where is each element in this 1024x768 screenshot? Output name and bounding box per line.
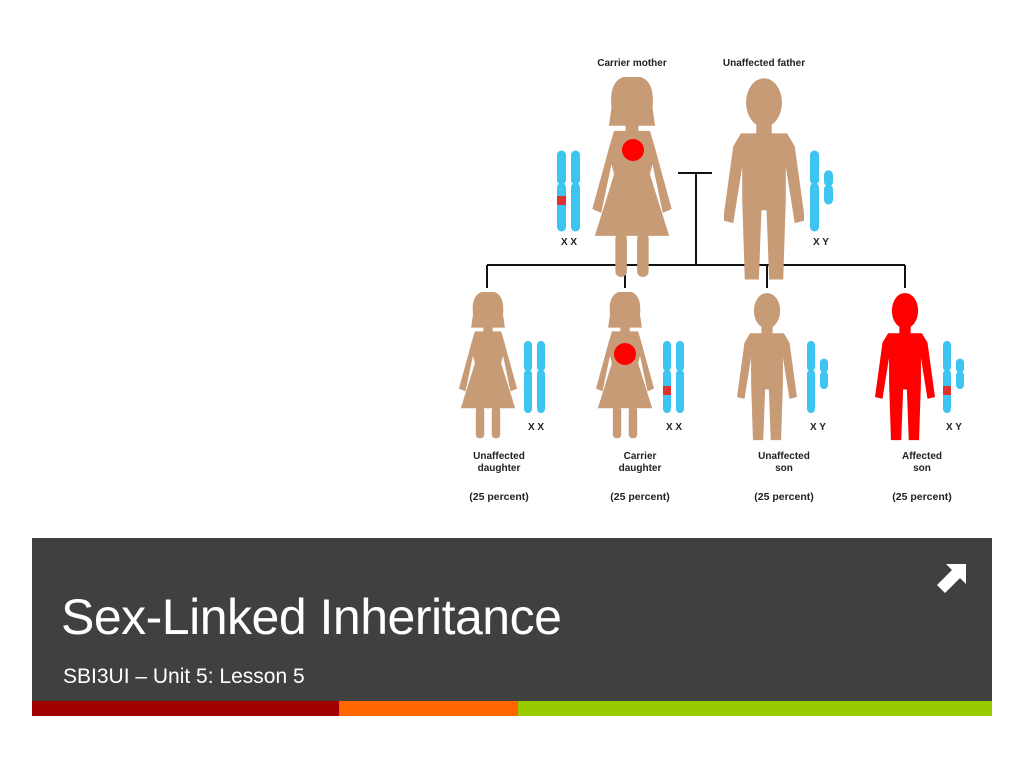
father-y-chromosome: [824, 170, 833, 205]
chromosome: [537, 341, 545, 413]
child-percent: (25 percent): [892, 491, 952, 503]
accent-bar-red: [32, 701, 339, 716]
chromosome: [956, 358, 964, 389]
child-label-line2: son: [913, 463, 931, 474]
mother-chromosome-label: X X: [561, 237, 577, 248]
chromosome-label: X X: [528, 422, 544, 433]
carrier-daughter-marker: [614, 343, 636, 365]
chromosome: [943, 341, 951, 413]
unaffected-son-figure: [737, 292, 797, 441]
slide-title: Sex-Linked Inheritance: [61, 589, 562, 645]
child-label-line2: son: [775, 463, 793, 474]
unaffected-daughter-figure: [458, 292, 518, 439]
diagonal-arrow-up-right-icon: [937, 564, 966, 593]
child-label-line2: daughter: [478, 463, 521, 474]
unaffected-father-label: Unaffected father: [723, 58, 805, 69]
child-percent: (25 percent): [469, 491, 529, 503]
chromosome: [807, 341, 815, 413]
father-chromosome-label: X Y: [813, 237, 829, 248]
carrier-mother-marker: [622, 139, 644, 161]
mutation-marker: [663, 386, 671, 395]
affected-son-figure: [875, 292, 935, 441]
title-band: Sex-Linked Inheritance SBI3UI – Unit 5: …: [32, 538, 992, 701]
pedigree-diagram: Carrier mother Unaffected father X X X Y…: [440, 50, 980, 515]
chromosome: [820, 358, 828, 389]
chromosome-label: X X: [666, 422, 682, 433]
accent-bar: [32, 701, 992, 716]
child-label-line1: Affected: [902, 451, 942, 462]
accent-bar-green: [518, 701, 992, 716]
carrier-mother-figure: [592, 77, 672, 277]
chromosome: [663, 341, 671, 413]
child-label-line1: Unaffected: [758, 451, 810, 462]
slide-subtitle: SBI3UI – Unit 5: Lesson 5: [63, 665, 305, 688]
child-label-line2: daughter: [619, 463, 662, 474]
pedigree-lines: [486, 172, 906, 288]
accent-bar-orange: [339, 701, 518, 716]
child-label-line1: Carrier: [624, 451, 657, 462]
father-x-chromosome: [810, 150, 819, 232]
chromosome-label: X Y: [946, 422, 962, 433]
mother-x-chromosome: [557, 150, 566, 232]
mother-x-chromosome: [571, 150, 580, 232]
child-percent: (25 percent): [610, 491, 670, 503]
mutation-marker: [943, 386, 951, 395]
chromosome: [524, 341, 532, 413]
chromosome-label: X Y: [810, 422, 826, 433]
child-percent: (25 percent): [754, 491, 814, 503]
carrier-mother-label: Carrier mother: [597, 58, 667, 69]
mother-mutation-marker: [557, 196, 566, 205]
child-label-line1: Unaffected: [473, 451, 525, 462]
chromosome: [676, 341, 684, 413]
pedigree-svg: Carrier mother Unaffected father X X X Y…: [458, 58, 964, 503]
unaffected-father-figure: [724, 78, 804, 280]
